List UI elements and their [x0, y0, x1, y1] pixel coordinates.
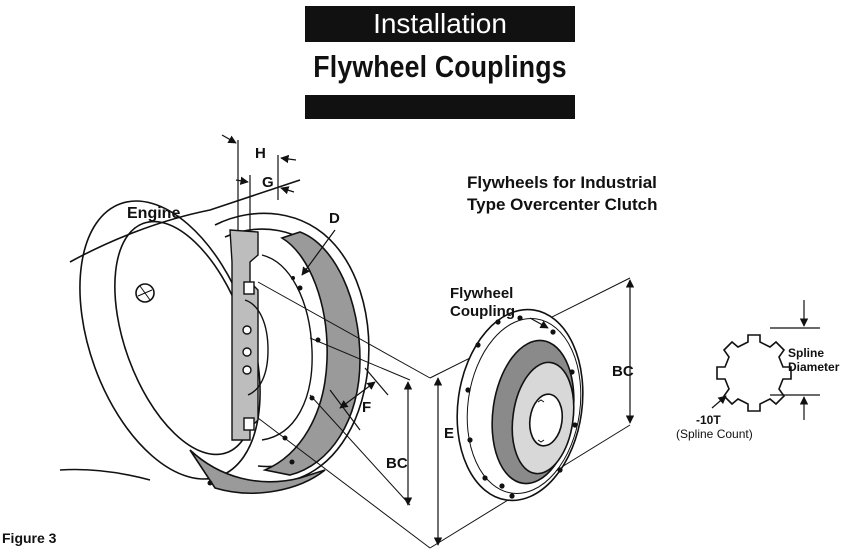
label-spline-teeth: -10T: [696, 413, 721, 427]
label-h: H: [255, 145, 266, 162]
label-engine: Engine: [127, 205, 180, 222]
section-title: Installation: [373, 8, 507, 39]
label-coupling-2: Coupling: [450, 303, 515, 320]
dim-bc-e: [403, 279, 635, 546]
page-title: Flywheel Couplings: [313, 49, 567, 84]
heading-line-2: Type Overcenter Clutch: [467, 195, 658, 214]
flywheel-coupling: [456, 308, 584, 502]
label-coupling-1: Flywheel: [450, 285, 513, 302]
spline-icon: [716, 334, 792, 412]
header-bar-bottom: [305, 95, 575, 119]
label-bc-right: BC: [612, 363, 634, 380]
label-spline-1: Spline: [788, 346, 824, 360]
label-e: E: [444, 425, 454, 442]
label-g: G: [262, 174, 274, 191]
dim-f: [329, 367, 389, 431]
flywheel-section: [229, 229, 313, 441]
figure-caption: Figure 3: [2, 530, 57, 546]
label-bc-left: BC: [386, 455, 408, 472]
coupling-bolt-holes: [465, 315, 578, 499]
label-f: F: [362, 399, 371, 416]
engine-housing: [59, 179, 370, 494]
dim-h-g: [221, 134, 297, 232]
heading-line-1: Flywheels for Industrial: [467, 173, 657, 192]
coupling-leader: [529, 317, 549, 329]
dim-d-leader: [301, 229, 336, 276]
label-d: D: [329, 210, 340, 227]
label-spline-count: (Spline Count): [676, 427, 753, 441]
label-spline-2: Diameter: [788, 360, 840, 374]
header-bar-top: Installation: [305, 6, 575, 42]
spline-dims: [711, 300, 820, 420]
